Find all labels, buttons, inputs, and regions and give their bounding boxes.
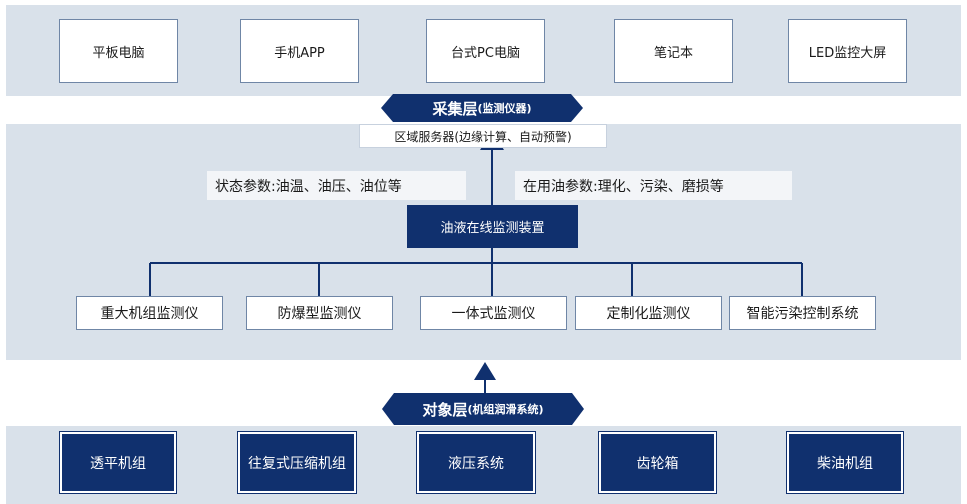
arrow-up-head-2 [474, 362, 496, 380]
object-layer-sub: (机组润滑系统) [467, 403, 544, 416]
regional-server-box: 区域服务器(边缘计算、自动预警) [359, 124, 607, 148]
state-params-label: 状态参数:油温、油压、油位等 [207, 171, 466, 200]
device-box-mobile-app: 手机APP [240, 19, 359, 83]
instrument-box-1: 重大机组监测仪 [76, 296, 223, 330]
object-box-compressor: 往复式压缩机组 [237, 431, 357, 494]
object-box-diesel: 柴油机组 [786, 431, 904, 494]
object-box-gearbox: 齿轮箱 [598, 431, 717, 494]
object-box-hydraulic: 液压系统 [416, 431, 536, 494]
device-box-laptop: 笔记本 [614, 19, 733, 83]
object-layer-title: 对象层 [422, 400, 468, 419]
instrument-box-5: 智能污染控制系统 [729, 296, 876, 330]
online-monitor-device-box: 油液在线监测装置 [407, 205, 578, 248]
object-layer-label: 对象层 (机组润滑系统) [382, 393, 584, 425]
object-box-turbine: 透平机组 [59, 431, 177, 494]
instrument-box-3: 一体式监测仪 [420, 296, 567, 330]
oil-params-label: 在用油参数:理化、污染、磨损等 [515, 171, 792, 200]
instrument-box-4: 定制化监测仪 [575, 296, 722, 330]
collect-layer-title: 采集层 [432, 99, 478, 118]
collect-layer-label: 采集层 (监测仪器) [381, 94, 583, 122]
device-box-desktop-pc: 台式PC电脑 [426, 19, 545, 83]
device-box-tablet: 平板电脑 [59, 19, 178, 83]
collect-layer-sub: (监测仪器) [477, 102, 532, 115]
instrument-box-2: 防爆型监测仪 [246, 296, 393, 330]
device-box-led-screen: LED监控大屏 [788, 19, 907, 83]
